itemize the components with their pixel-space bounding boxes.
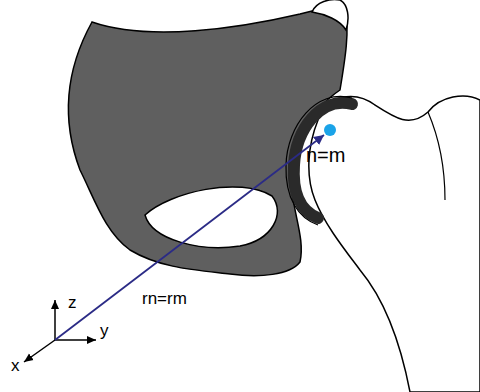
obturator-foramen — [145, 187, 277, 248]
acetabulum-rim — [294, 103, 352, 218]
femur — [309, 96, 480, 392]
x-axis — [24, 340, 55, 362]
contact-point — [324, 124, 336, 136]
point-label: n=m — [306, 144, 345, 166]
axis-label: y — [100, 322, 109, 341]
position-vector — [55, 135, 324, 340]
vector-label: rn=rm — [142, 290, 187, 309]
z-axis — [54, 300, 56, 340]
femur-detail — [428, 112, 445, 200]
axis-label: z — [68, 294, 77, 313]
acetabulum-edge — [286, 96, 352, 225]
axis-label: x — [11, 357, 20, 376]
pelvis-bone — [68, 7, 347, 275]
y-axis — [55, 339, 96, 341]
iliac-crest — [312, 0, 348, 30]
